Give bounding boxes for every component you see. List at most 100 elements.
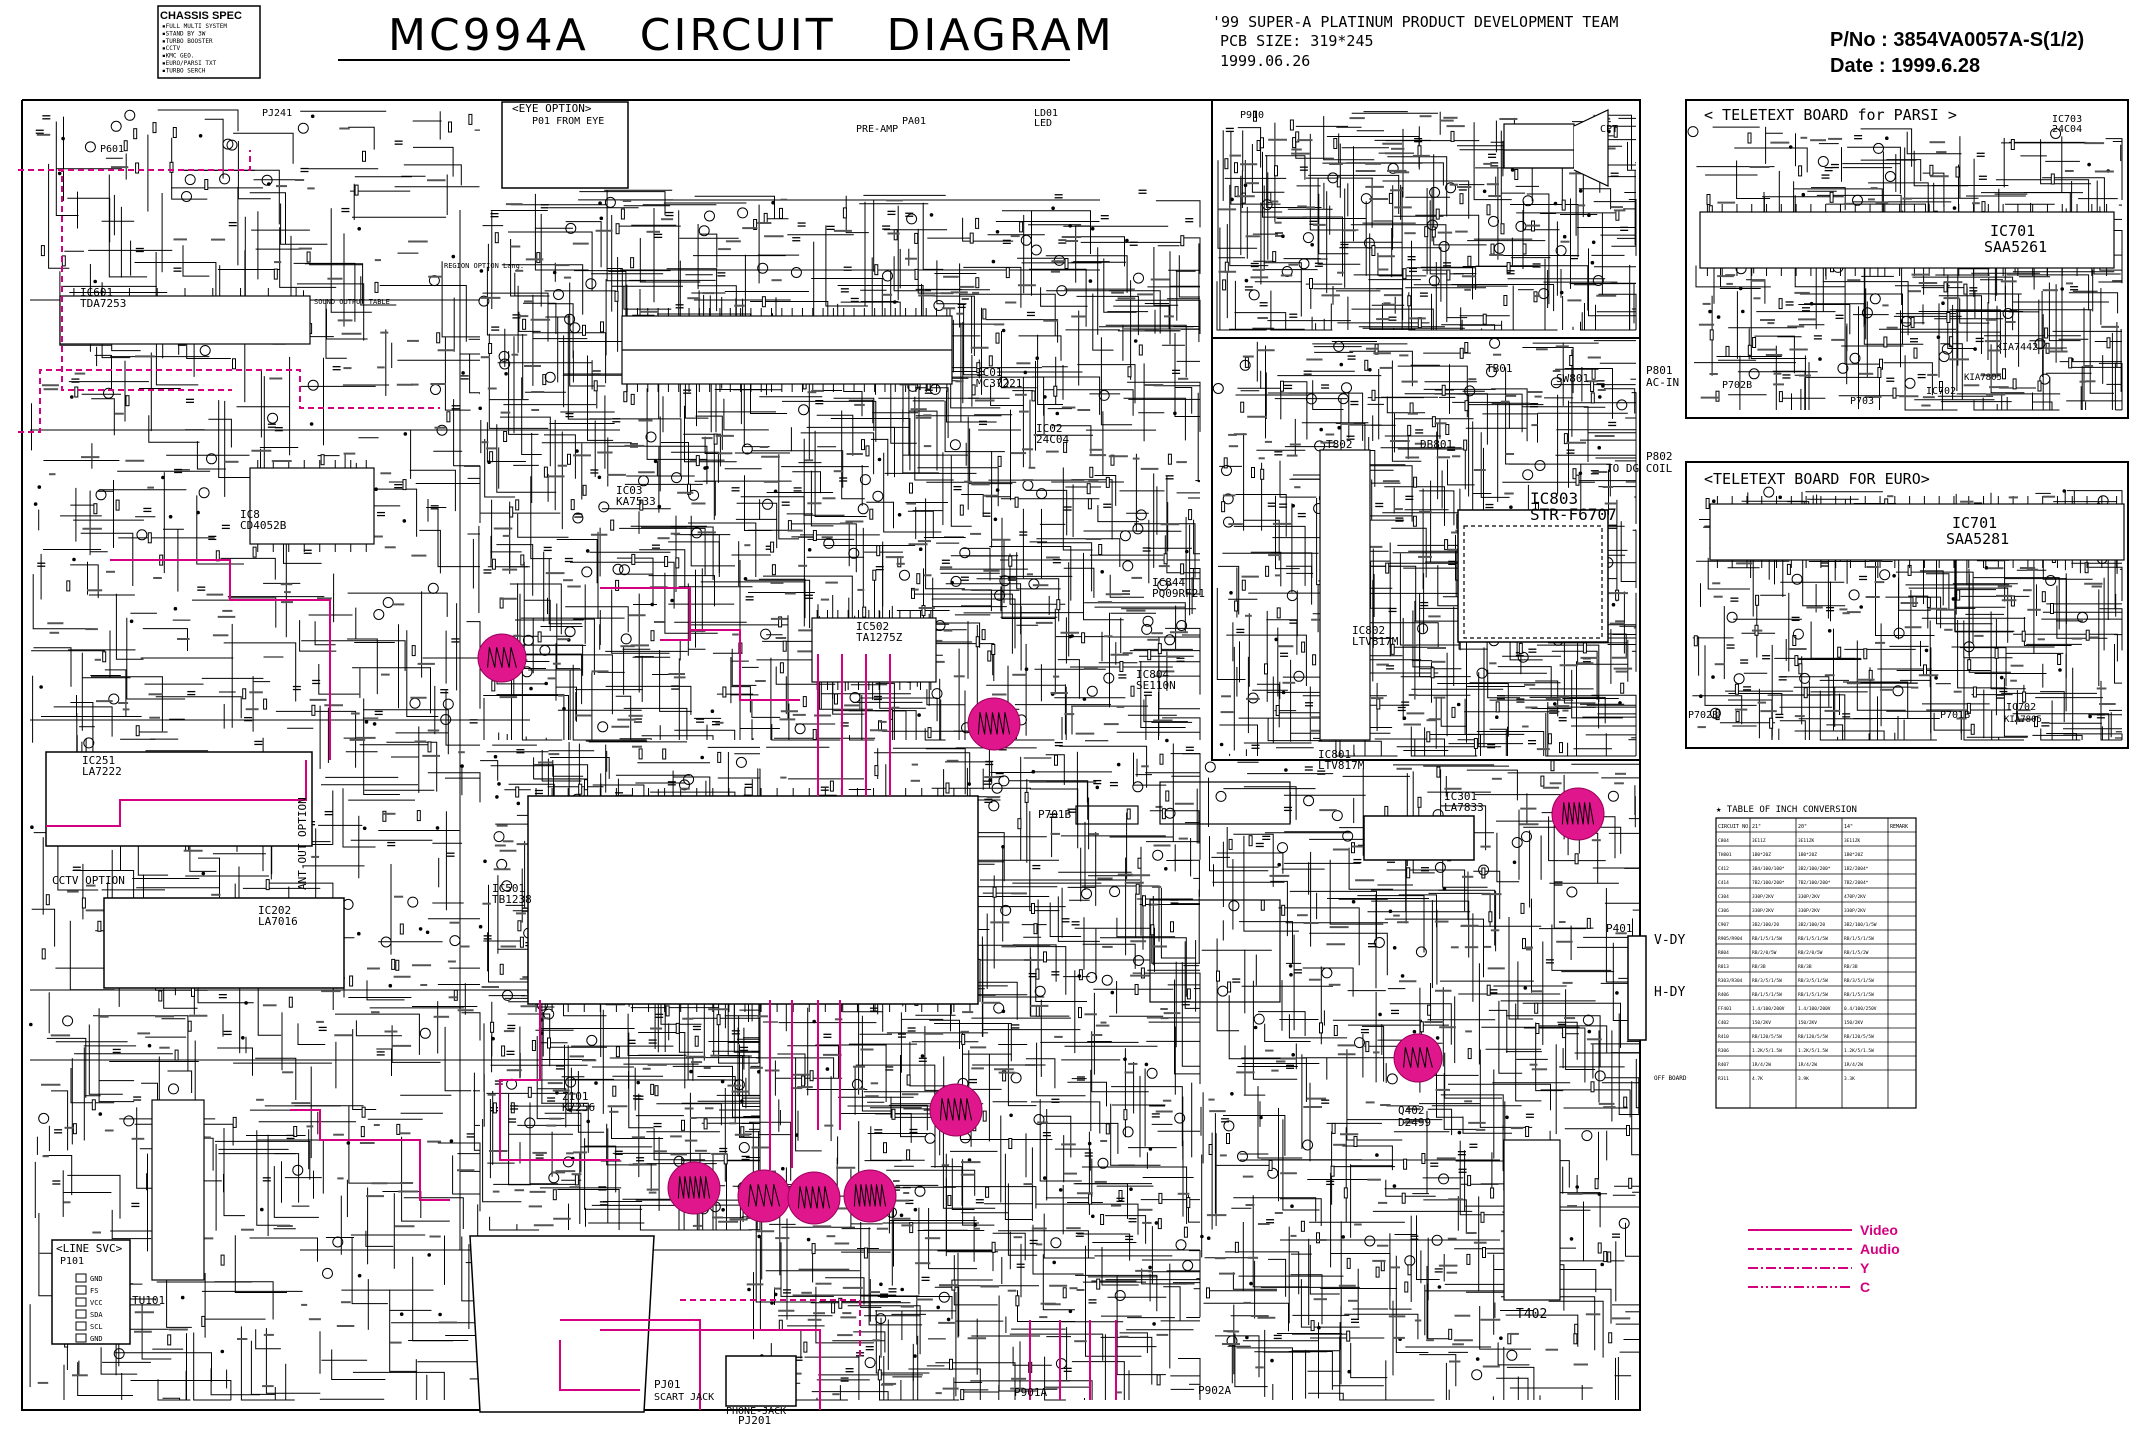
sw801-label: SW801 [1556, 372, 1589, 385]
inch-table-cell: 1B2/2004* [1844, 866, 1869, 872]
teletext-parsi-ic3: KIA7442 [1996, 342, 2038, 353]
line-svc-pin: SCL [90, 1323, 103, 1331]
inch-table-cell: RB/1/5/1/5W [1798, 936, 1828, 942]
inch-table-cell: 1.4/100/200V [1752, 1006, 1785, 1012]
ic-ref-label: IC01 [976, 366, 1003, 379]
inch-table-cell: 0.4/100/250V [1844, 1006, 1877, 1012]
ic-part-label: TDA7253 [80, 297, 126, 310]
ic-part-label: 24C04 [1036, 433, 1069, 446]
legend-label: Y [1860, 1260, 1870, 1276]
teletext-parsi-ic4: IC702 [1926, 386, 1956, 397]
scart-jack-label: SCART JACK [654, 1392, 714, 1403]
line-svc-pin: SDA [90, 1311, 103, 1319]
chassis-spec-item: ▪TURBO SERCH [162, 67, 206, 74]
inch-table-cell: R303/R304 [1718, 978, 1743, 984]
ic-part-label: K7256 [562, 1101, 595, 1114]
inch-table-cell: 1.2K/5/1.5W [1844, 1048, 1874, 1054]
inch-table-header: 21" [1752, 824, 1761, 830]
line-svc-title: <LINE SVC> [56, 1242, 123, 1255]
ic-ref-label: IC251 [82, 754, 115, 767]
t802-label: T802 [1326, 438, 1353, 451]
p701b-label: P701B [1038, 808, 1071, 821]
chassis-spec-item: ▪EURO/PARSI TXT [162, 60, 217, 67]
inch-table-header: 20" [1798, 824, 1807, 830]
ic-ref-label: IC844 [1152, 576, 1185, 589]
pj241-label: PJ241 [262, 108, 292, 119]
line-svc-pin: GND [90, 1275, 103, 1283]
inch-table-cell: 330P/2KV [1798, 894, 1820, 900]
inch-table-cell: 3E11Z [1752, 838, 1766, 844]
teletext-parsi-ic4-chip: KIA7805 [1964, 373, 2002, 383]
inch-table-header: 14" [1844, 824, 1853, 830]
inch-table-cell: RB/1/5/1/5W [1844, 936, 1874, 942]
p910-label: P910 [1240, 110, 1264, 121]
chassis-spec-item: ▪KMC GEO. [162, 53, 195, 60]
inch-table-cell: RB/3/5/1/5W [1798, 978, 1828, 984]
ic-ref-label: IC804 [1136, 668, 1169, 681]
inch-table-cell: 3B2/100/20 [1798, 922, 1825, 928]
inch-table-cell: 150/2KV [1752, 1020, 1771, 1026]
teletext-euro-conn2: P701B [1940, 710, 1970, 721]
db801-label: DB801 [1420, 438, 1453, 451]
team-label: '99 SUPER-A PLATINUM PRODUCT DEVELOPMENT… [1212, 13, 1618, 31]
legend-label: C [1860, 1279, 1870, 1295]
chassis-spec-items: ▪FULL MULTI SYSTEM▪STAND BY 3W▪TURBO BOO… [162, 23, 227, 74]
inch-table-cell: 150/2KV [1798, 1020, 1817, 1026]
inch-table-cell: 150/2KV [1844, 1020, 1863, 1026]
inch-table-cell: 1R/4/2W [1798, 1062, 1817, 1068]
teletext-parsi-ic2: IC703 [2052, 114, 2082, 125]
inch-table-cell: 3.9K [1798, 1076, 1809, 1082]
cpt-label: CPT [1600, 124, 1618, 135]
inch-table-cell: C304 [1718, 894, 1729, 900]
signal-traces [18, 150, 1117, 1410]
inch-table-cell: R311 [1718, 1076, 1729, 1082]
chassis-spec-box: CHASSIS SPEC ▪FULL MULTI SYSTEM▪STAND BY… [157, 5, 261, 79]
inch-table-cell: 470P/2KV [1844, 894, 1866, 900]
p401-label: P401 [1606, 922, 1633, 935]
cctv-option-label: CCTV OPTION [52, 874, 125, 887]
inch-table-cell: R905/R904 [1718, 936, 1743, 942]
teletext-euro-ic2-chip: KIA7805 [2004, 715, 2042, 725]
inch-table-cell: RB/2/0/5W [1752, 950, 1777, 956]
inch-table-cell: 3E11ZK [1798, 838, 1815, 844]
p801-label: P801 [1646, 364, 1673, 377]
inch-table-cell: 4.7K [1752, 1076, 1763, 1082]
inch-table-cell: 1B0*20Z [1798, 852, 1817, 858]
v-dy-label: V-DY [1654, 933, 1685, 948]
p901a-label: P901A [1014, 1386, 1047, 1399]
line-svc-pin: VCC [90, 1299, 103, 1307]
off-board-label: OFF BOARD [1654, 1075, 1687, 1082]
inch-table-cell: 330P/2KV [1798, 908, 1820, 914]
inch-table-cell: 1R/4/2W [1844, 1062, 1863, 1068]
inch-table-cell: 3E11ZK [1844, 838, 1861, 844]
inch-table-cell: C414 [1718, 880, 1729, 886]
inch-table-cell: 1.2K/5/1.5W [1752, 1048, 1782, 1054]
ic-part-label: LA7222 [82, 765, 122, 778]
main-board-frame [21, 99, 2129, 1411]
p802-label: P802 [1646, 450, 1673, 463]
ic-ref-label: IC501 [492, 882, 525, 895]
inch-table-header: CIRCUIT NO. [1718, 824, 1751, 830]
teletext-euro-ic2: IC702 [2006, 702, 2036, 713]
line-svc-pin: FS [90, 1287, 98, 1295]
inch-table-cell: R804 [1718, 950, 1729, 956]
inch-table-cell: 1.2K/5/1.5W [1798, 1048, 1828, 1054]
component-labels: PJ241 P601 PA01 PRE-AMP LD01 LED P910 CP… [52, 108, 1687, 1427]
tb01-label: TB01 [1486, 362, 1513, 375]
ic-ref-label: IC803 [1530, 489, 1578, 508]
ic-ref-label: IC601 [80, 286, 113, 299]
inch-table-cell: RB/120/5/5W [1844, 1034, 1874, 1040]
ic-part-label: MC37221 [976, 377, 1022, 390]
ic-part-label: KA7533 [616, 495, 656, 508]
inch-table-cell: R306 [1718, 1048, 1729, 1054]
inch-table-cell: 1.4/100/200V [1798, 1006, 1831, 1012]
inch-table-cell: C402 [1718, 1020, 1729, 1026]
inch-table-cell: 330P/2KV [1752, 894, 1774, 900]
line-svc-conn: P101 [60, 1256, 84, 1267]
ic-ref-label: IC202 [258, 904, 291, 917]
ic-part-label: PQ09RF21 [1152, 587, 1205, 600]
inch-table-cell: 7B2/100/200* [1752, 880, 1785, 886]
inch-table-cell: R410 [1718, 1034, 1729, 1040]
